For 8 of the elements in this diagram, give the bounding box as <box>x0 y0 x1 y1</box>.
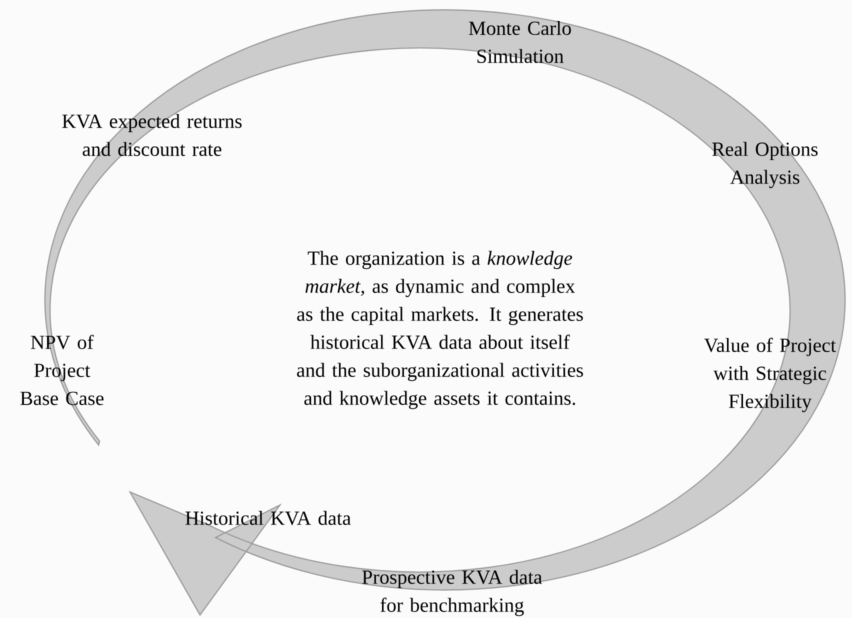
text-label: Historical KVA data <box>185 510 351 526</box>
text-label: The organization is a knowledge market, as dynamic and complex as the capital markets. It generates historical KVA data about itself and the suborganizational activities and knowledge assets it contains. <box>297 250 583 410</box>
text-label: NPV of Project Base Case <box>20 334 104 406</box>
text-label: Monte Carlo Simulation <box>468 20 571 64</box>
text-label: Prospective KVA data for benchmarking <box>362 570 542 616</box>
text-label: Value of Project with Strategic Flexibility <box>704 338 836 412</box>
text-label: KVA expected returns and discount rate <box>62 114 242 156</box>
text-label: Real Options Analysis <box>712 142 818 188</box>
